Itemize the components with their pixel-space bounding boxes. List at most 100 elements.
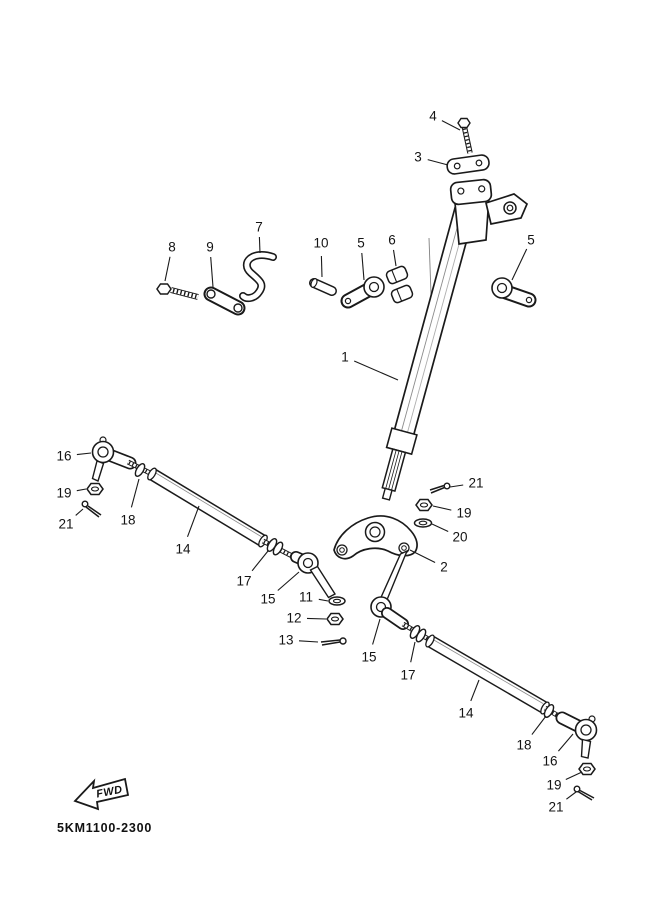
nut-12-hole — [330, 616, 340, 622]
callout-5-6: 5 — [357, 236, 365, 251]
castle-nut-right — [578, 762, 596, 776]
castle-nut-19-center — [415, 498, 433, 512]
column-clamp-lower — [390, 284, 414, 304]
callout-18-13: 18 — [120, 513, 135, 528]
cotter-pin-13 — [320, 637, 347, 646]
collar-pin — [309, 278, 337, 296]
leader-line-12-18 — [306, 617, 327, 620]
rod-washer-18-left — [134, 463, 146, 477]
castle-nut-left-hole — [90, 486, 100, 492]
clamp-lever-right — [491, 277, 537, 308]
tie-rod-tube-left — [147, 467, 268, 548]
callout-11-17: 11 — [299, 590, 313, 605]
tie-rod-end-right — [555, 711, 598, 759]
link-arm — [203, 286, 246, 316]
leader-line-4-0 — [441, 120, 461, 131]
leader-line-13-19 — [298, 640, 319, 643]
leader-line-9-3 — [210, 256, 214, 288]
callout-21-30: 21 — [548, 800, 563, 815]
tie-rod-tube-right — [425, 634, 550, 715]
leader-line-17-25 — [410, 641, 416, 663]
leader-line-14-26 — [470, 679, 480, 702]
washer-20 — [413, 518, 433, 528]
cotter-pin-left — [81, 500, 102, 518]
callout-17-15: 17 — [236, 574, 251, 589]
leader-line-20-23 — [431, 523, 449, 532]
handlebar-clamp — [446, 154, 490, 175]
lever-bolt — [156, 283, 199, 300]
column-clamp-upper — [385, 265, 409, 285]
tie-rod-left — [81, 436, 347, 646]
leader-line-21-30 — [566, 791, 577, 800]
leader-line-7-4 — [258, 236, 261, 254]
ball-joint-15-left — [290, 551, 336, 599]
leader-line-1-9 — [353, 360, 399, 381]
callout-21-12: 21 — [58, 517, 73, 532]
upper-small-parts — [156, 251, 537, 316]
callout-18-27: 18 — [516, 738, 531, 753]
part-number: 5KM1100-2300 — [57, 821, 152, 835]
callout-14-26: 14 — [458, 706, 474, 721]
cotter-pin-right — [573, 785, 595, 801]
callout-15-16: 15 — [260, 592, 275, 607]
callout-13-19: 13 — [278, 633, 293, 648]
callout-21-21: 21 — [468, 476, 483, 491]
callout-2-20: 2 — [440, 560, 448, 575]
callout-19-22: 19 — [456, 506, 471, 521]
callout-19-29: 19 — [546, 778, 561, 793]
callout-6-7: 6 — [388, 233, 396, 248]
leader-line-18-13 — [130, 478, 140, 508]
fwd-label: FWD — [95, 784, 123, 801]
leader-line-15-24 — [372, 618, 381, 645]
callout-14-14: 14 — [175, 542, 191, 557]
callout-16-10: 16 — [56, 449, 71, 464]
rod-washer-17-left-2 — [272, 541, 284, 556]
callout-8-2: 8 — [168, 240, 176, 255]
callout-4-0: 4 — [429, 109, 437, 124]
callout-3-1: 3 — [414, 150, 422, 165]
leader-line-5-6 — [361, 252, 365, 281]
leader-line-21-12 — [75, 508, 84, 516]
clamp-lever-left — [340, 276, 385, 309]
callout-7-4: 7 — [255, 220, 263, 235]
leader-line-8-2 — [164, 256, 171, 282]
rod-washer-17-right-2 — [415, 628, 427, 643]
leader-line-5-8 — [511, 248, 528, 281]
callout-20-23: 20 — [452, 530, 467, 545]
hook-bracket — [239, 251, 277, 303]
castle-nut-19-center-hole — [419, 502, 429, 508]
leader-line-11-17 — [318, 598, 329, 602]
washer-20-hole — [418, 520, 428, 526]
leader-line-21-21 — [449, 484, 464, 488]
leader-line-19-22 — [432, 505, 452, 511]
leader-line-6-7 — [392, 249, 397, 267]
callout-1-9: 1 — [341, 350, 349, 365]
callout-10-5: 10 — [313, 236, 328, 251]
nut-12 — [326, 612, 344, 626]
leader-line-19-29 — [565, 771, 583, 780]
leader-line-2-20 — [409, 549, 436, 563]
callout-17-25: 17 — [400, 668, 415, 683]
leader-line-16-28 — [557, 733, 574, 752]
leader-line-15-16 — [277, 571, 300, 591]
washer-11 — [328, 596, 346, 606]
clamp-bolt — [457, 117, 473, 154]
callout-5-8: 5 — [527, 233, 535, 248]
washer-11-hole — [332, 598, 342, 604]
ball-joint-15-right — [370, 549, 409, 630]
castle-nut-right-hole — [582, 766, 592, 772]
leader-line-19-11 — [76, 488, 87, 492]
fwd-arrow-icon: FWD — [73, 777, 130, 811]
callout-16-28: 16 — [542, 754, 557, 769]
callout-19-11: 19 — [56, 486, 71, 501]
steering-arm — [333, 482, 451, 630]
cotter-pin-21-top — [429, 482, 451, 494]
leader-line-18-27 — [531, 715, 547, 735]
tie-rod-end-left — [91, 436, 154, 482]
upper-bracket — [446, 117, 529, 245]
callout-12-18: 12 — [286, 611, 301, 626]
leader-line-16-10 — [76, 452, 92, 456]
